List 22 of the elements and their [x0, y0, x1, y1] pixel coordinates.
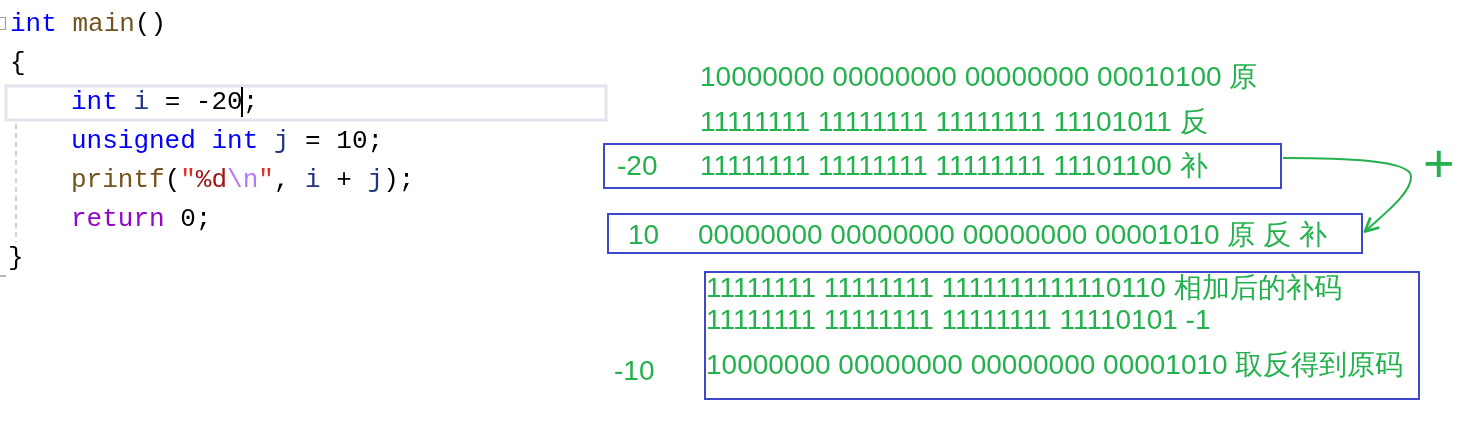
binary-row: 11111111 11111111 11111111 11101100 补: [700, 151, 1208, 181]
binary-row: 00000000 00000000 00000000 00001010 原 反 补: [698, 220, 1327, 250]
value-label: -20: [617, 151, 658, 181]
binary-row: 10000000 00000000 00000000 00010100 原: [700, 62, 1258, 92]
binary-row: 11111111 11111111 1111111111110110 相加后的补码: [706, 273, 1342, 303]
code-line: int main(): [10, 8, 167, 41]
code-line: int i = -20;: [71, 86, 259, 119]
value-box: [704, 271, 1420, 400]
operator-label: +: [1423, 141, 1455, 185]
code-line: {: [10, 47, 26, 80]
value-label: 10: [628, 220, 660, 250]
code-line: printf("%d\n", i + j);: [71, 164, 415, 197]
value-label: -10: [614, 356, 655, 386]
value-box: [607, 213, 1363, 254]
binary-row: 11111111 11111111 11111111 11110101 -1: [706, 305, 1211, 335]
curved-arrow: [1282, 157, 1412, 233]
binary-row: 10000000 00000000 00000000 00001010 取反得到原码: [706, 350, 1404, 380]
value-box: [603, 143, 1282, 189]
code-line: unsigned int j = 10;: [71, 125, 384, 158]
code-line: return 0;: [71, 203, 212, 236]
binary-row: 11111111 11111111 11111111 11101011 反: [700, 107, 1208, 137]
code-line: }: [8, 242, 24, 275]
